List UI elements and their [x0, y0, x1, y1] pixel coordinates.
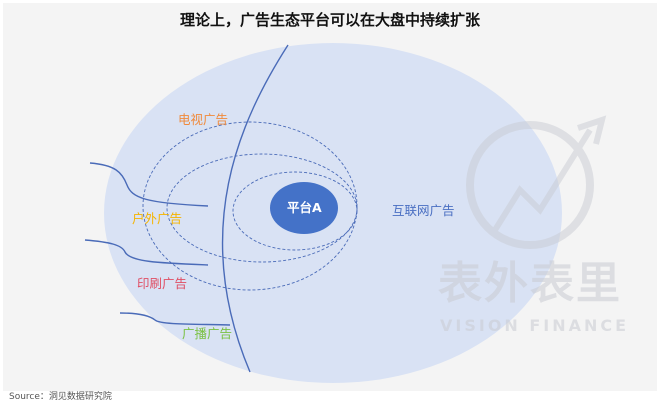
label-internet: 互联网广告	[392, 203, 455, 218]
internet-boundary	[221, 44, 289, 373]
diagram-title: 理论上，广告生态平台可以在大盘中持续扩张	[179, 11, 480, 29]
label-outdoor: 户外广告	[132, 211, 183, 226]
source-note: Source：洞见数据研究院	[9, 392, 112, 402]
label-tv: 电视广告	[178, 112, 229, 127]
label-platform-a: 平台A	[287, 200, 322, 215]
label-print: 印刷广告	[137, 276, 188, 291]
watermark-logo	[466, 115, 607, 249]
platform-a-ellipse	[270, 182, 338, 234]
watermark-cn: 表外表里	[438, 258, 622, 309]
dashed-inner-ring	[232, 171, 358, 251]
label-radio: 广播广告	[182, 326, 233, 341]
dashed-outer-ring	[142, 121, 358, 291]
tv-boundary	[89, 162, 209, 207]
watermark-en: VISION FINANCE	[440, 316, 630, 335]
print-boundary	[119, 312, 231, 326]
outdoor-boundary	[84, 239, 209, 266]
